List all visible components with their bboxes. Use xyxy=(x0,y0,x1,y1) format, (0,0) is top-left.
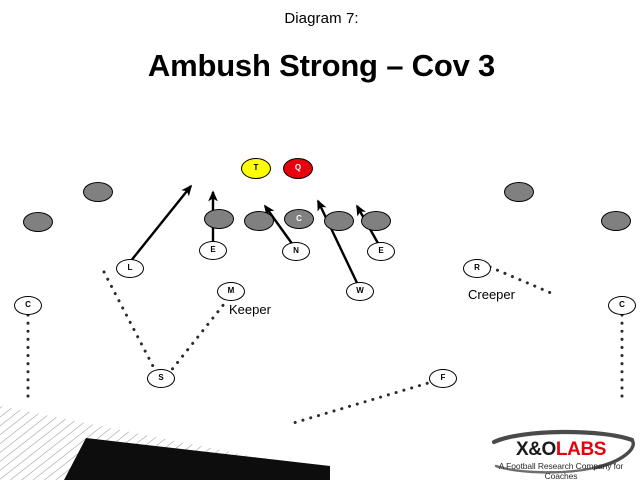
defense-player-nose: N xyxy=(282,241,310,261)
blitz-l xyxy=(129,184,193,263)
logo-swoosh-icon xyxy=(491,429,635,474)
drop-f-flat xyxy=(288,379,437,426)
defense-player-end-left: E xyxy=(199,240,227,260)
logo-labs-text: LABS xyxy=(555,439,607,460)
drop-m-to-s xyxy=(168,297,230,374)
defense-player-linebacker-l: L xyxy=(116,258,144,278)
logo-wordmark: X&OLABS xyxy=(482,440,640,459)
offense-player-tailback: T xyxy=(241,157,271,179)
keeper-label: Keeper xyxy=(229,302,271,317)
offense-player-ol-left-tackle xyxy=(204,209,234,229)
offense-player-quarterback: Q xyxy=(283,157,313,179)
defense-player-corner-left: C xyxy=(14,295,42,315)
drop-r-creeper xyxy=(488,265,553,295)
defense-player-mike: M xyxy=(217,281,245,301)
offense-player-wr-right-wide xyxy=(601,211,631,231)
defense-player-free-safety: F xyxy=(429,368,457,388)
blitz-arrow-layer xyxy=(129,184,381,286)
logo-tagline: A Football Research Company for Coaches xyxy=(498,461,624,481)
offense-player-wr-left-slot xyxy=(83,182,113,202)
creeper-label: Creeper xyxy=(468,287,515,302)
defense-player-rover: R xyxy=(463,258,491,278)
page-title: Ambush Strong – Cov 3 xyxy=(147,48,496,83)
offense-player-ol-right-tackle xyxy=(361,211,391,231)
xo-labs-logo: X&OLABS A Football Research Company for … xyxy=(482,428,640,481)
offense-player-ol-center: C xyxy=(284,209,314,229)
defense-player-will: W xyxy=(346,281,374,301)
diagram-subtitle: Diagram 7: xyxy=(284,10,359,27)
drop-l-to-s xyxy=(102,270,157,372)
blitz-n xyxy=(264,204,294,246)
offense-player-ol-left-guard xyxy=(244,211,274,231)
coverage-drop-layer xyxy=(26,265,624,426)
offense-player-ol-right-guard xyxy=(324,211,354,231)
defense-player-safety-strong: S xyxy=(147,368,175,388)
offense-player-wr-right-slot xyxy=(504,182,534,202)
blitz-w xyxy=(316,199,360,286)
logo-xo-text: X&O xyxy=(515,439,556,460)
offense-player-wr-left-wide xyxy=(23,212,53,232)
defense-player-end-right: E xyxy=(367,241,395,261)
defense-player-corner-right: C xyxy=(608,295,636,315)
